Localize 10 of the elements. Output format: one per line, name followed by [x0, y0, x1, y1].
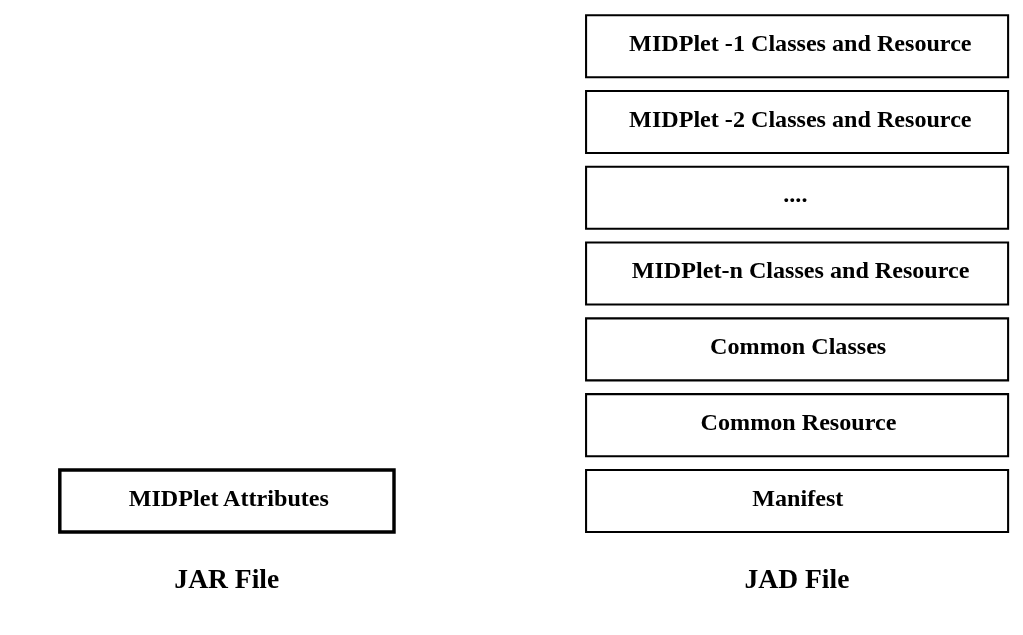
node-box: Common Resource — [584, 393, 1009, 458]
label: JAD File — [744, 562, 849, 594]
label: JAR File — [173, 562, 279, 594]
node-box: MIDPlet -2 Classes and Resource — [584, 89, 1009, 155]
node-box: .... — [584, 165, 1009, 230]
node-box: Manifest — [584, 468, 1009, 533]
node-box: MIDPlet Attributes — [57, 468, 396, 534]
node-box: MIDPlet -1 Classes and Resource — [584, 14, 1009, 79]
node-box: Common Classes — [584, 317, 1009, 382]
node-box: MIDPlet-n Classes and Resource — [584, 241, 1009, 306]
